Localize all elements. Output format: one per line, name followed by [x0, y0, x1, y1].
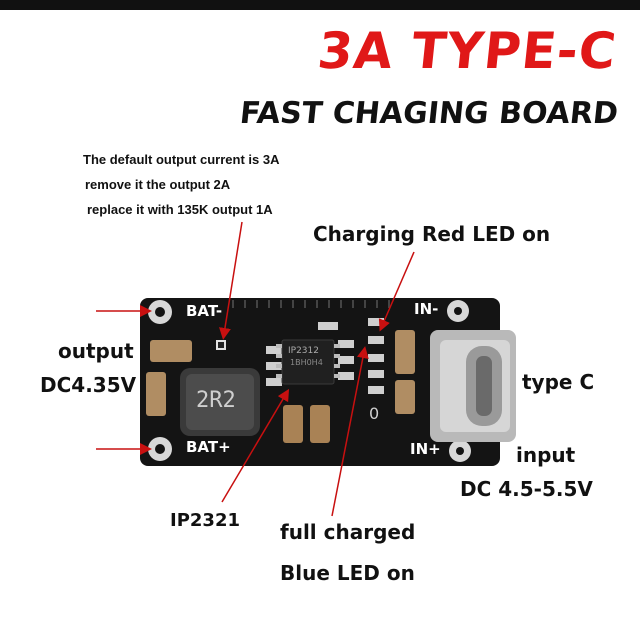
input-label: input: [516, 443, 576, 467]
chip-code: 1BH0H4: [290, 358, 323, 367]
note-line-3: replace it with 135K output 1A: [87, 202, 273, 217]
top-border: [0, 0, 640, 10]
capacitor: [283, 405, 303, 443]
blue-led-label: Blue LED on: [280, 561, 415, 585]
in-plus-label: IN+: [410, 440, 441, 458]
bat-minus-label: BAT-: [186, 302, 223, 320]
inductor-label: 2R2: [196, 388, 236, 413]
bat-plus-pad: [148, 437, 172, 461]
ic-label: IP2321: [170, 510, 240, 531]
arrow-blue-led: [331, 346, 369, 517]
capacitor: [146, 372, 166, 416]
resistor: [216, 318, 384, 394]
arrow-note: [219, 221, 243, 340]
in-minus-label: IN-: [414, 300, 439, 318]
type-c-label: type C: [522, 370, 595, 394]
note-line-2: remove it the output 2A: [85, 177, 231, 192]
chip-label: IP2312: [288, 346, 319, 356]
in-minus-pad: [447, 300, 469, 322]
output-voltage-label: DC4.35V: [40, 373, 137, 397]
bat-plus-label: BAT+: [186, 438, 231, 456]
led-cap-label: 0: [369, 404, 380, 423]
output-label: output: [58, 339, 134, 363]
arrow-ic: [221, 388, 290, 503]
capacitor: [395, 330, 415, 374]
note-line-1: The default output current is 3A: [83, 152, 280, 167]
in-plus-pad: [449, 440, 471, 462]
capacitor: [310, 405, 330, 443]
capacitor: [150, 340, 192, 362]
input-voltage-label: DC 4.5-5.5V: [460, 477, 593, 501]
ic-chip: [276, 339, 340, 385]
bat-minus-pad: [148, 300, 172, 324]
full-charged-label: full charged: [280, 520, 416, 544]
capacitor: [395, 380, 415, 414]
arrow-red-led: [378, 251, 415, 332]
usb-c-port: [430, 330, 516, 442]
pin-header-row: [232, 300, 390, 308]
charging-led-label: Charging Red LED on: [313, 222, 551, 246]
inductor: [180, 368, 260, 436]
